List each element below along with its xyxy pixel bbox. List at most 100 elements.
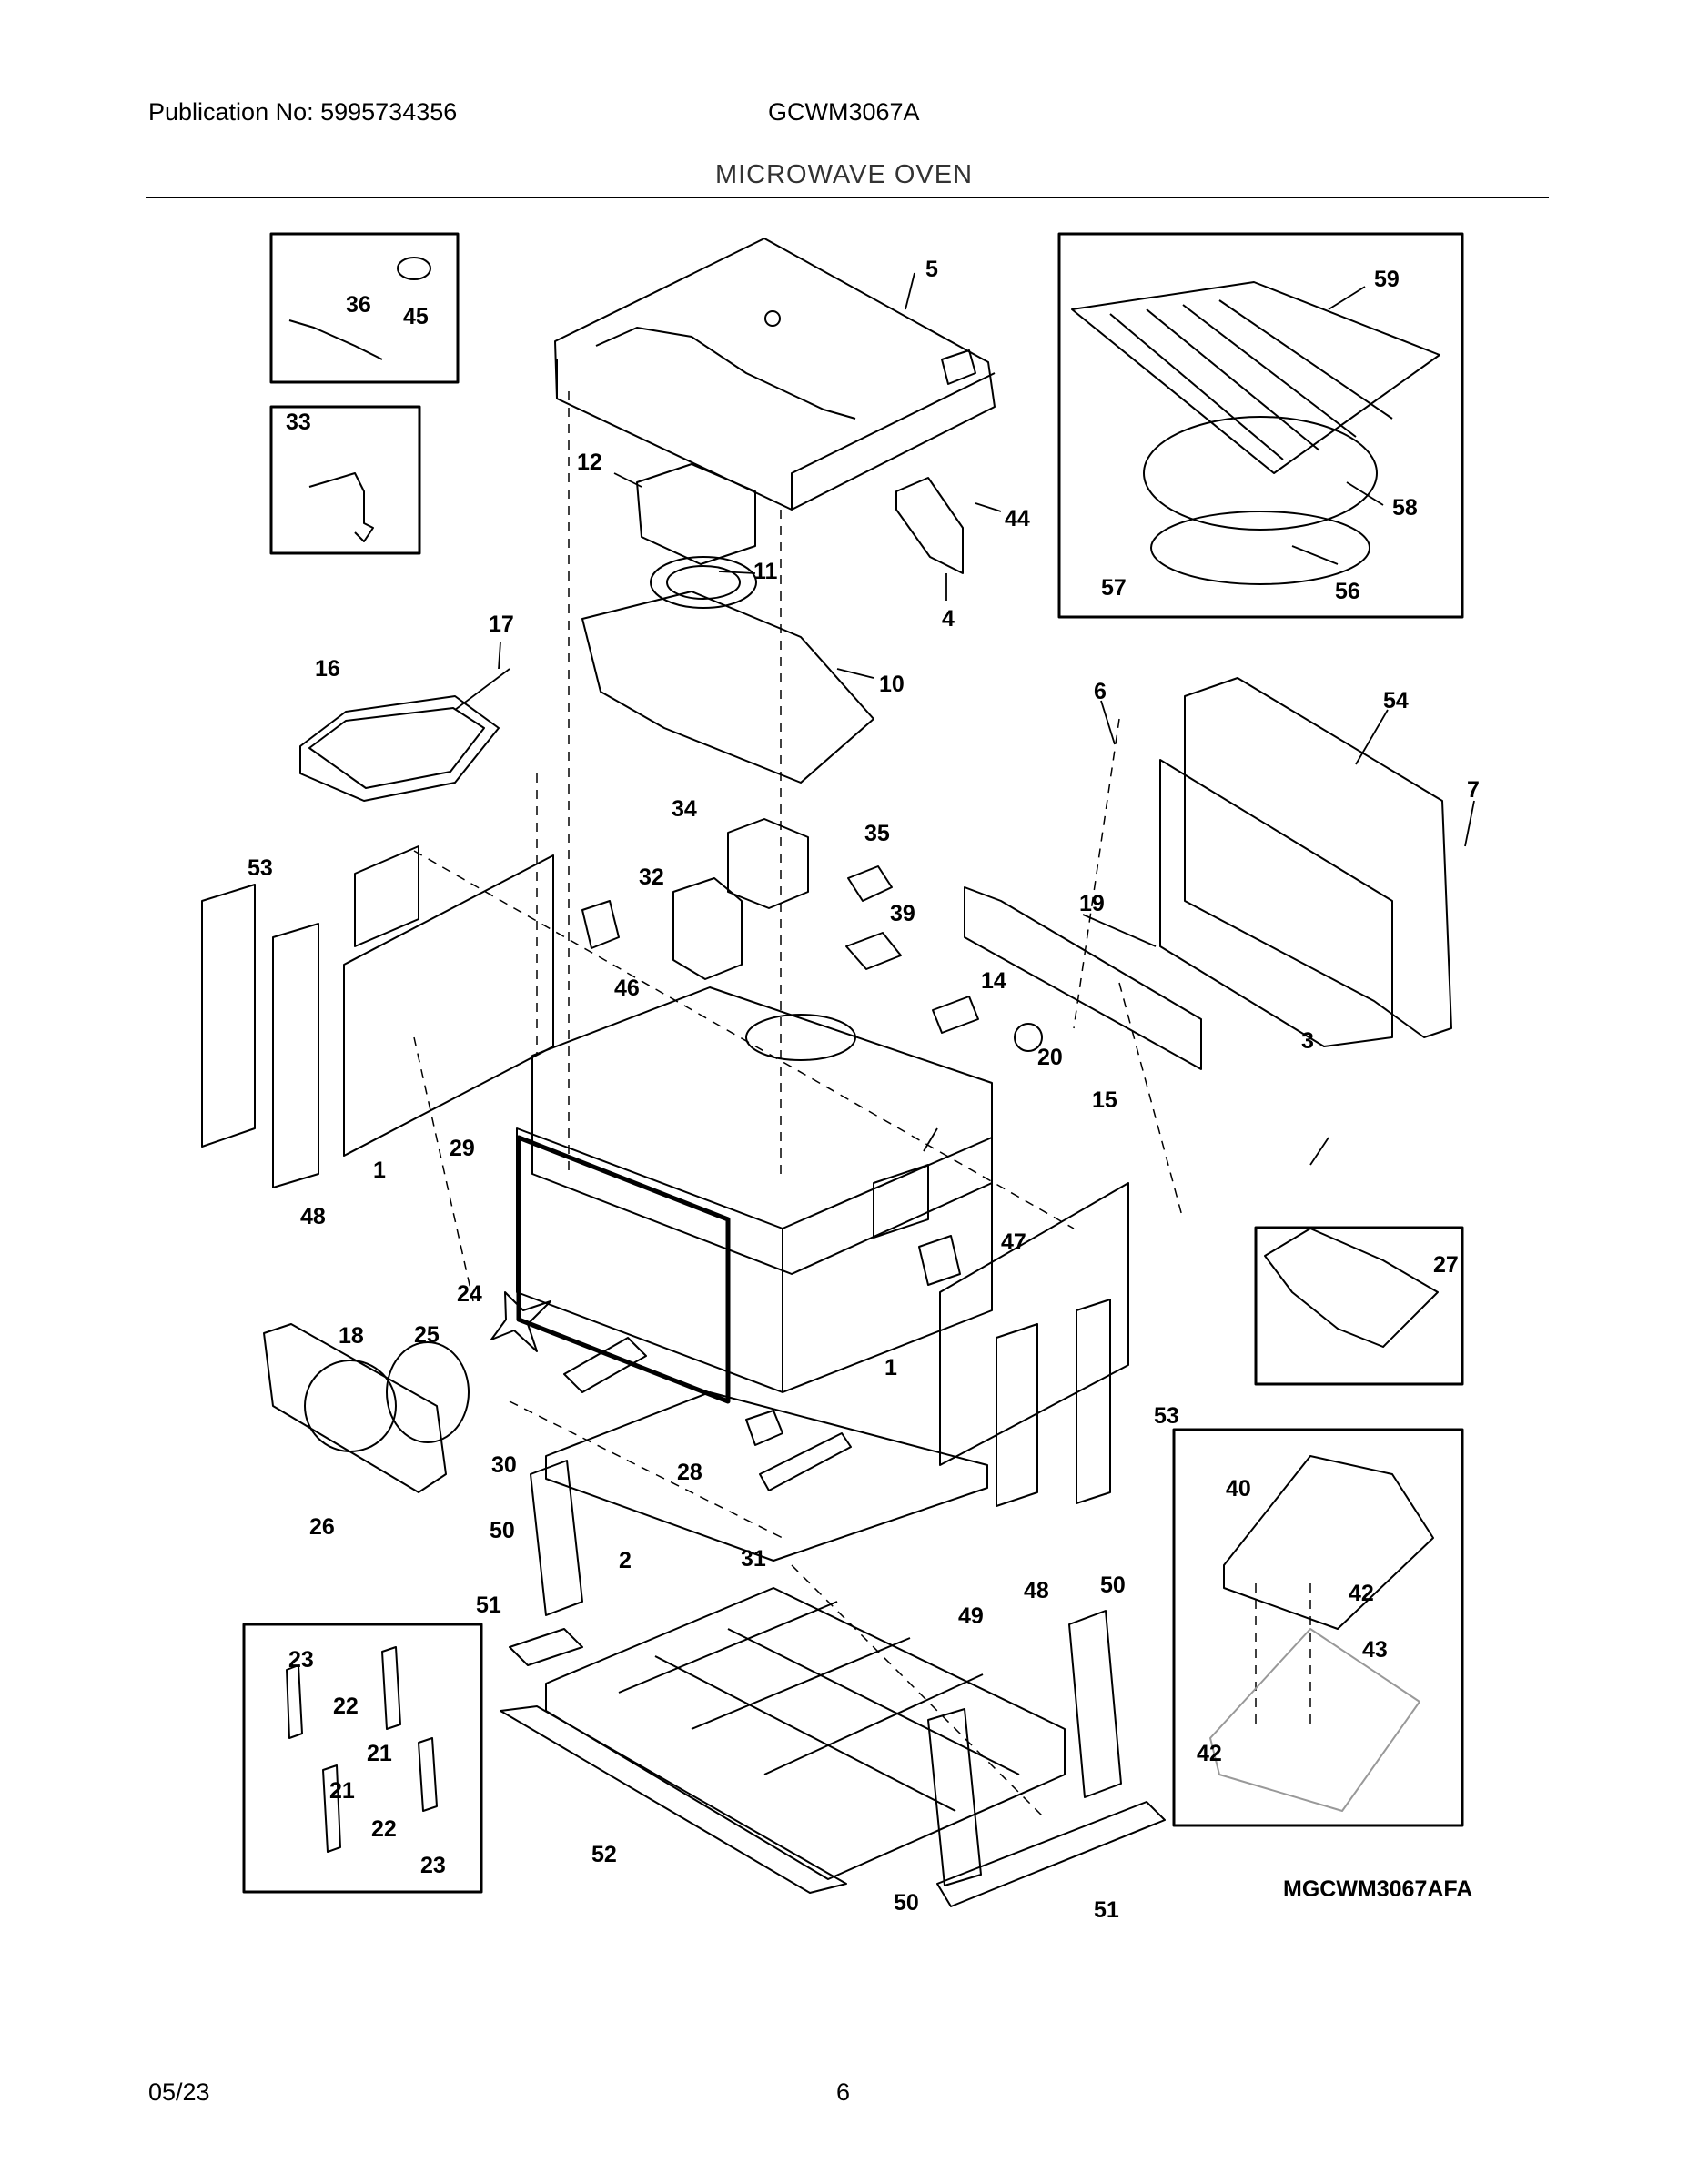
callout-54: 54: [1383, 688, 1409, 713]
callout-19: 19: [1079, 891, 1105, 916]
callout-31: 31: [741, 1546, 766, 1572]
callout-47: 47: [1001, 1229, 1026, 1255]
insulation-pad: [1264, 1228, 1439, 1348]
callout-49: 49: [958, 1603, 984, 1629]
oven-cavity: [516, 986, 993, 1393]
turntable-parts: [1071, 281, 1440, 585]
blower-fan: [636, 463, 757, 609]
callout-17: 17: [489, 612, 514, 637]
assembly-guide-lines: [413, 391, 1311, 1821]
stirrer-motor: [745, 1410, 783, 1446]
left-bracket: [530, 1460, 583, 1616]
latch-switch: [932, 996, 979, 1034]
air-duct: [581, 591, 874, 784]
callout-12: 12: [577, 450, 602, 475]
magnetron: [672, 877, 743, 980]
diagram-code: MGCWM3067AFA: [1283, 1876, 1472, 1902]
door-gasket: [516, 1135, 731, 1404]
callout-26: 26: [309, 1514, 335, 1540]
callout-48: 48: [300, 1204, 326, 1229]
page-title: MICROWAVE OVEN: [714, 160, 974, 189]
bottom-frame: [545, 1391, 988, 1562]
inset-box-sensors: [269, 232, 460, 384]
inset-box-thermistor: [269, 405, 421, 555]
callout-35: 35: [864, 821, 890, 846]
callout-labels: 5 59 36 45 33 12 44 58 11 57 56 4 17 10 …: [248, 257, 1480, 1923]
callout-15: 15: [1092, 1087, 1117, 1113]
thermistor: [308, 472, 374, 542]
hinge-parts: [286, 1646, 438, 1853]
control-board: [1209, 1455, 1434, 1812]
callout-53b: 53: [1154, 1403, 1179, 1429]
front-bracket: [927, 1708, 982, 1886]
callout-22b: 22: [371, 1816, 397, 1842]
inset-box-hinges: [242, 1623, 483, 1894]
diodes: [845, 932, 902, 970]
convection-fan: [490, 1291, 551, 1352]
thermostat: [941, 349, 976, 385]
temp-sensor: [397, 257, 431, 280]
inset-box-gasket: [1254, 1226, 1464, 1386]
callout-leaders: [454, 272, 1475, 1166]
callout-5: 5: [925, 257, 938, 282]
convection-cover: [263, 1323, 447, 1493]
callout-50: 50: [490, 1518, 515, 1543]
capacitor: [847, 865, 893, 902]
callout-42b: 42: [1197, 1741, 1222, 1766]
callout-50b: 50: [1100, 1572, 1126, 1598]
callout-3: 3: [1301, 1028, 1314, 1054]
callout-27: 27: [1433, 1252, 1459, 1278]
callout-57: 57: [1101, 575, 1127, 601]
left-side-panels: [201, 845, 554, 1188]
right-side-panels: [939, 1182, 1129, 1507]
callout-2: 2: [619, 1548, 632, 1573]
callout-14: 14: [981, 968, 1006, 994]
right-bracket: [1068, 1610, 1122, 1798]
callout-42: 42: [1349, 1581, 1374, 1606]
callout-40: 40: [1226, 1476, 1251, 1502]
callout-7: 7: [1467, 777, 1480, 803]
callout-23: 23: [288, 1647, 314, 1673]
callout-39: 39: [890, 901, 915, 926]
front-trim: [500, 1705, 847, 1894]
callout-24: 24: [457, 1281, 482, 1307]
callout-51: 51: [476, 1592, 501, 1618]
callout-46: 46: [614, 976, 640, 1001]
callout-34: 34: [672, 796, 697, 822]
callout-10: 10: [879, 672, 905, 697]
callout-29: 29: [450, 1136, 475, 1161]
callout-56: 56: [1335, 579, 1360, 604]
callout-6: 6: [1094, 679, 1107, 704]
callout-1: 1: [373, 1158, 386, 1183]
callout-20: 20: [1037, 1045, 1063, 1070]
control-bracket: [964, 886, 1202, 1070]
callout-21: 21: [367, 1741, 392, 1766]
inset-box-turntable: [1057, 232, 1464, 619]
callout-22: 22: [333, 1694, 359, 1719]
callout-43: 43: [1362, 1637, 1388, 1663]
transformer: [727, 818, 809, 909]
callout-58: 58: [1392, 495, 1418, 521]
model-number: GCWM3067A: [768, 98, 920, 126]
page-number: 6: [836, 2078, 851, 2106]
callout-21b: 21: [329, 1778, 355, 1804]
callout-11: 11: [753, 559, 778, 584]
callout-33: 33: [286, 410, 311, 435]
callout-59: 59: [1374, 267, 1400, 292]
base-pan: [545, 1587, 1066, 1880]
callout-23b: 23: [420, 1853, 446, 1878]
callout-52: 52: [591, 1842, 617, 1867]
wire-bracket: [759, 1432, 852, 1491]
convection-element: [386, 1341, 470, 1443]
callout-30: 30: [491, 1452, 517, 1478]
top-cover: [554, 238, 996, 511]
humidity-sensor: [288, 319, 383, 360]
callout-51b: 51: [1094, 1897, 1119, 1923]
publication-number: Publication No: 5995734356: [148, 98, 458, 126]
rear-housing: [1159, 677, 1452, 1047]
footer-date: 05/23: [148, 2078, 210, 2106]
callout-36: 36: [346, 292, 371, 318]
callout-53: 53: [248, 855, 273, 881]
left-trim-strip: [509, 1628, 583, 1666]
callout-28: 28: [677, 1460, 702, 1485]
